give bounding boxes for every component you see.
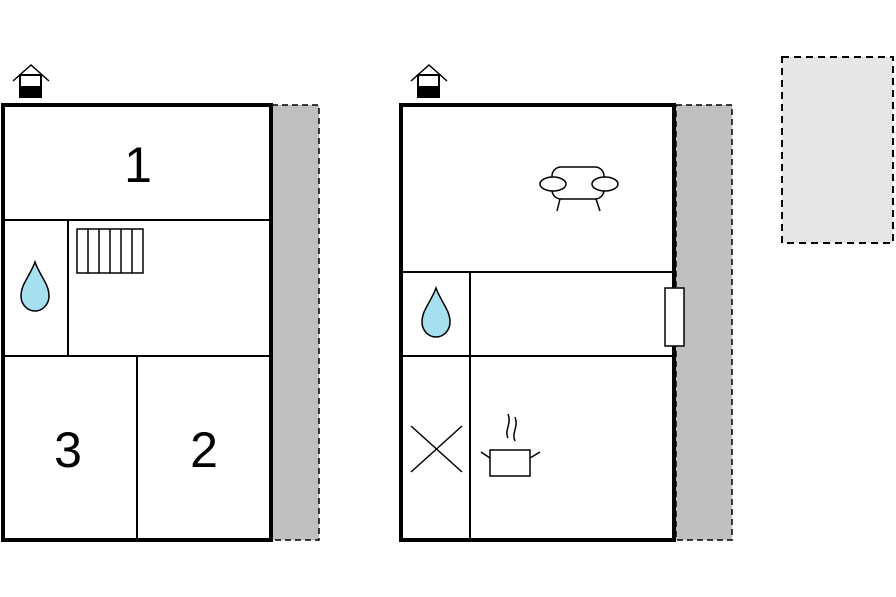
cooking-pot-icon [480,413,541,477]
terrace-area [271,104,320,541]
room-2-label: 2 [190,422,218,478]
terrace-area [675,104,733,541]
water-drop-icon [20,259,50,312]
staircase-icon [76,228,144,274]
right-floor [399,63,733,542]
sofa-icon [539,166,619,212]
room-3-label: 3 [54,422,82,478]
water-drop-icon [421,285,451,338]
room-1-label: 1 [124,137,152,193]
outdoor-area [781,56,894,244]
house-lower-level-icon [12,63,50,98]
left-floor: 1 2 3 [1,63,320,542]
cross-icon [410,425,463,473]
window-icon [664,287,685,347]
house-upper-level-icon [410,63,448,98]
